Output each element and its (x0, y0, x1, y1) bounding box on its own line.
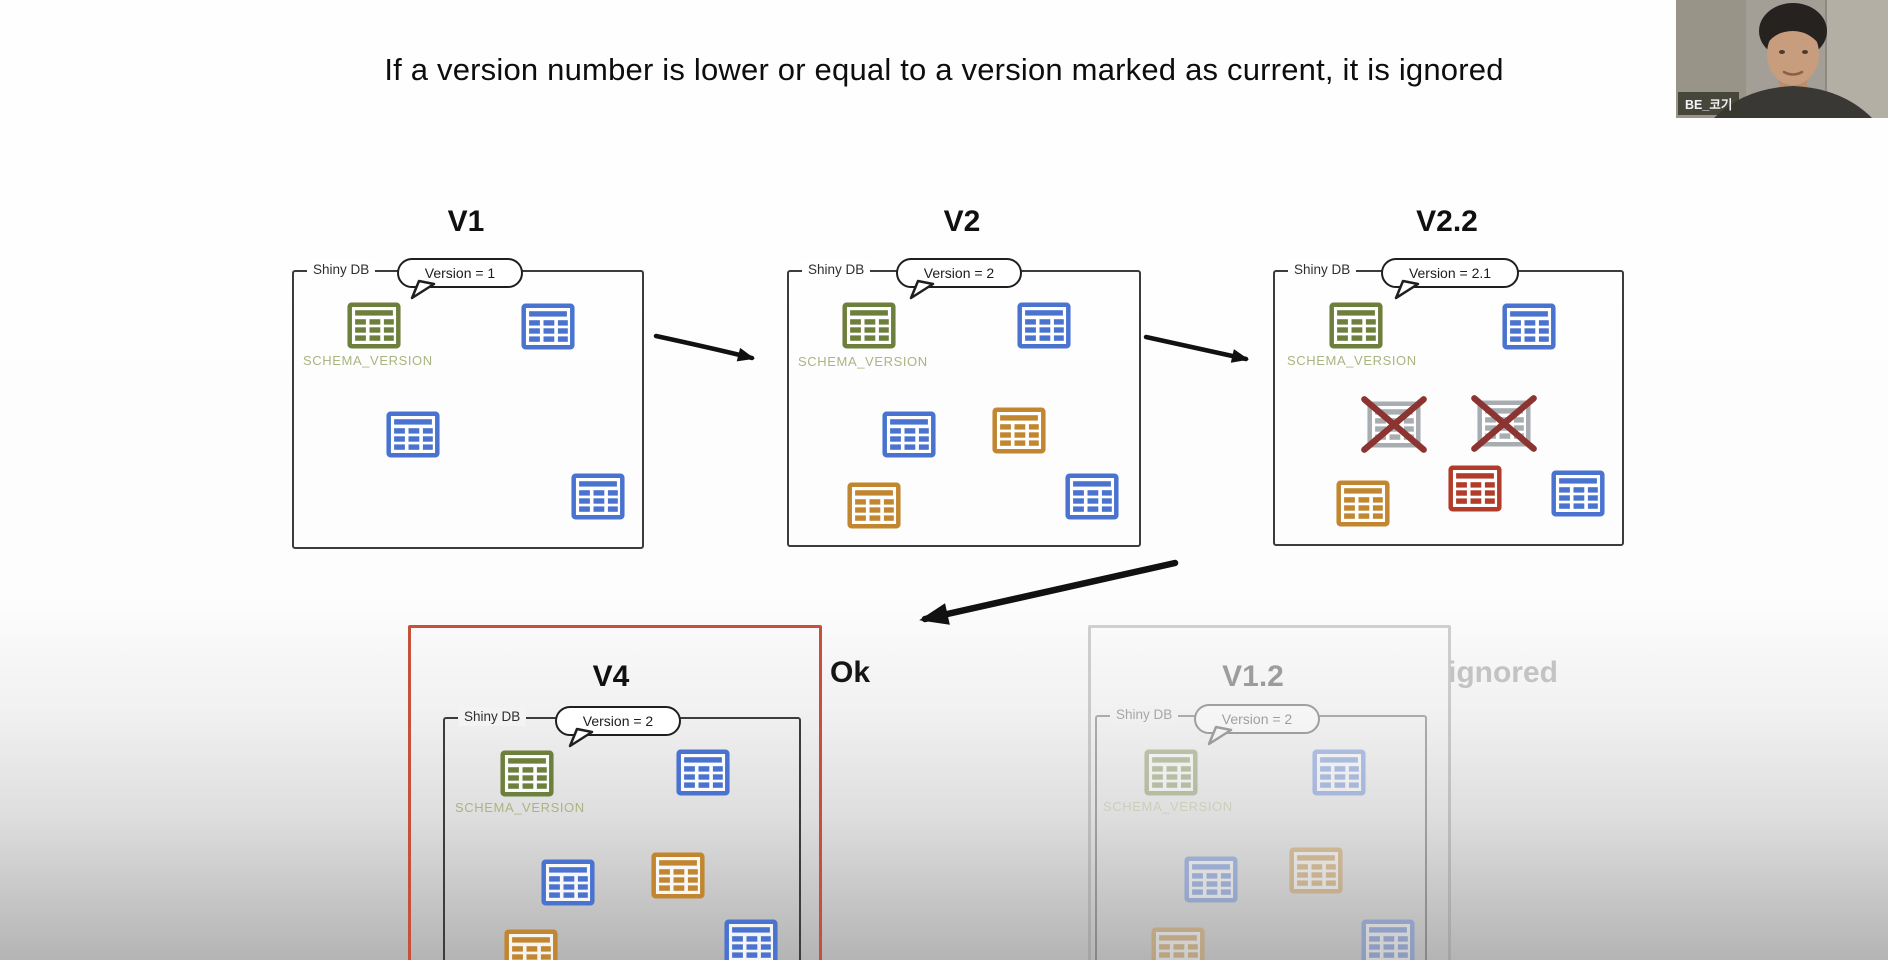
table-icon-blue (1065, 473, 1119, 520)
table-icon-orange (1336, 480, 1390, 527)
table-icon-orange (504, 929, 558, 960)
table-icon-orange (992, 407, 1046, 454)
table-icon-blue (1361, 919, 1415, 960)
table-icon-orange (847, 482, 901, 529)
table-icon-blue (1017, 302, 1071, 349)
ignored-label: ignored (1448, 656, 1558, 689)
version-bubble-text: Version = 2 (1221, 711, 1293, 727)
version-bubble-text: Version = 2.1 (1408, 265, 1492, 281)
schema-version-label: SCHEMA_VERSION (455, 800, 585, 815)
table-icon-gray-crossed (1471, 395, 1537, 452)
db-box-v1-2 (1095, 715, 1427, 960)
webcam-overlay: BE_코기 (1676, 0, 1888, 118)
bubble-tail (410, 279, 436, 300)
db-name-label: Shiny DB (1110, 705, 1179, 724)
diagram-title-v1-2: V1.2 (1222, 660, 1284, 693)
schema-version-label: SCHEMA_VERSION (1103, 799, 1233, 814)
diagram-title-v1: V1 (447, 205, 485, 238)
table-icon-blue (521, 303, 575, 350)
table-icon-blue (676, 749, 730, 796)
table-icon-green (1329, 302, 1383, 349)
table-icon-orange (651, 852, 705, 899)
webcam-name-badge: BE_코기 (1678, 92, 1740, 115)
diagram-title-v2-2: V2.2 (1416, 205, 1478, 238)
version-bubble: Version = 2 (1194, 704, 1320, 746)
table-icon-green (842, 302, 896, 349)
table-icon-blue (571, 473, 625, 520)
db-name-label: Shiny DB (307, 260, 376, 279)
bubble-tail (909, 279, 935, 300)
table-icon-blue (386, 411, 440, 458)
slide-title: If a version number is lower or equal to… (384, 52, 1504, 87)
version-bubble-text: Version = 2 (582, 713, 654, 729)
table-icon-green (500, 750, 554, 797)
table-icon-blue (1312, 749, 1366, 796)
table-icon-orange (1289, 847, 1343, 894)
bubble-tail (1207, 725, 1233, 746)
version-bubble-text: Version = 2 (923, 265, 995, 281)
table-icon-blue (1502, 303, 1556, 350)
version-bubble-text: Version = 1 (424, 265, 496, 281)
schema-version-label: SCHEMA_VERSION (303, 353, 433, 368)
version-bubble: Version = 1 (397, 258, 523, 300)
version-bubble: Version = 2 (555, 706, 681, 748)
version-bubble: Version = 2.1 (1381, 258, 1519, 300)
table-icon-red (1448, 465, 1502, 512)
db-name-label: Shiny DB (1288, 260, 1357, 279)
table-icon-green (347, 302, 401, 349)
schema-version-label: SCHEMA_VERSION (1287, 353, 1417, 368)
diagram-title-v2: V2 (943, 205, 981, 238)
db-name-label: Shiny DB (802, 260, 871, 279)
version-bubble: Version = 2 (896, 258, 1022, 300)
table-icon-green (1144, 749, 1198, 796)
outer-box-v4 (408, 625, 822, 960)
diagram-title-v4: V4 (592, 660, 630, 693)
ok-label: Ok (830, 656, 871, 689)
table-icon-blue (724, 919, 778, 960)
bubble-tail (1394, 279, 1420, 300)
schema-version-label: SCHEMA_VERSION (798, 354, 928, 369)
db-name-label: Shiny DB (458, 707, 527, 726)
bubble-tail (568, 727, 594, 748)
table-icon-blue (882, 411, 936, 458)
table-icon-blue (1184, 856, 1238, 903)
outer-box-v1-2 (1088, 625, 1451, 960)
table-icon-orange (1151, 927, 1205, 960)
table-icon-blue (541, 859, 595, 906)
table-icon-blue (1551, 470, 1605, 517)
table-icon-gray-crossed (1361, 396, 1427, 453)
